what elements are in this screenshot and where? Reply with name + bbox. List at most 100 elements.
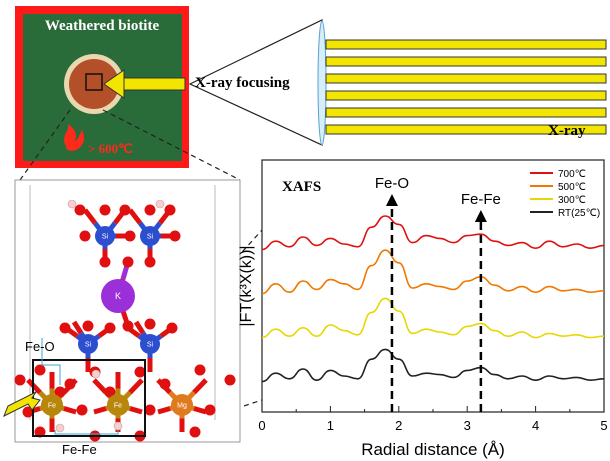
hydrogen-atom: [67, 199, 77, 209]
x-tick-label: 4: [532, 418, 539, 433]
xray-beam: [325, 73, 607, 84]
iron-atom: [107, 394, 129, 416]
oxygen-atom: [59, 322, 71, 334]
focus-arrow: [103, 69, 186, 99]
potassium-atom-label: K: [115, 291, 121, 301]
silicon-atom-label: Si: [147, 233, 154, 240]
oxygen-atom: [204, 404, 216, 416]
oxygen-atom: [166, 322, 178, 334]
focus-arrow-shaft: [122, 77, 186, 91]
xray-beam: [325, 90, 607, 101]
xray-beam: [325, 39, 607, 50]
bond: [133, 320, 146, 335]
oxygen-atom: [189, 426, 201, 438]
silicon-atom-label: Si: [85, 341, 92, 348]
hydrogen-atom: [91, 369, 101, 379]
sample-zoom-box: [85, 73, 103, 91]
oxygen-atom: [99, 256, 111, 268]
silicon-atom-label: Si: [147, 341, 154, 348]
oxygen-atom: [119, 204, 131, 216]
hydrogen-atom: [113, 421, 123, 431]
iron-atom-label: Fe: [48, 402, 56, 409]
oxygen-atom: [164, 204, 176, 216]
annotation-label: Fe-O: [375, 175, 409, 192]
oxygen-atom: [104, 386, 116, 398]
zoom-line-right: [102, 109, 241, 181]
x-tick-label: 3: [464, 418, 471, 433]
oxygen-atom: [14, 374, 26, 386]
oxygen-atom: [144, 318, 156, 330]
annotation-arrowhead: [474, 210, 487, 222]
y-axis-label: |FT(k³X(k))|: [238, 245, 255, 326]
oxygen-atom: [169, 230, 181, 242]
oxygen-atom: [224, 374, 236, 386]
oxygen-atom: [76, 404, 88, 416]
bond: [192, 378, 208, 395]
bond: [129, 406, 143, 415]
fe-o-label: Fe-O: [25, 339, 55, 354]
legend-label: 300℃: [558, 195, 586, 206]
flame-icon: [64, 124, 84, 151]
silicon-atom-label: Si: [102, 233, 109, 240]
xray-beam: [325, 56, 607, 67]
oxygen-atom: [22, 406, 34, 418]
legend-label: 700℃: [558, 169, 586, 180]
hydrogen-atom: [55, 423, 65, 433]
oxygen-atom: [122, 320, 134, 332]
oxygen-atom: [124, 230, 136, 242]
oxygen-atom: [122, 256, 134, 268]
xray-beams: [325, 39, 607, 135]
legend-label: 500℃: [558, 182, 586, 193]
oxygen-atom: [194, 364, 206, 376]
bond: [157, 406, 171, 415]
series-line: [261, 297, 605, 339]
focusing-lens: [317, 20, 327, 146]
focus-arrow-head: [103, 69, 125, 99]
bond: [83, 208, 97, 225]
xray-beam: [325, 107, 607, 118]
oxygen-atom: [144, 204, 156, 216]
x-tick-label: 5: [600, 418, 607, 433]
temperature-label: > 600℃: [88, 141, 133, 156]
legend-label: RT(25℃): [558, 208, 600, 219]
oxygen-atom: [74, 204, 86, 216]
xray-label: X-ray: [548, 123, 586, 139]
potassium-atom: [101, 279, 135, 313]
fe-o-bracket: [41, 338, 61, 385]
series-layer: [261, 215, 605, 383]
silicon-atom: [140, 334, 160, 354]
oxygen-atom: [34, 426, 46, 438]
sample-disc: [69, 59, 119, 109]
bond: [63, 406, 77, 415]
series-line: [261, 348, 605, 383]
silicon-atom: [95, 226, 115, 246]
bond: [193, 406, 207, 415]
oxygen-atom: [144, 404, 156, 416]
silicon-atom: [140, 226, 160, 246]
oxygen-atom: [104, 322, 116, 334]
focusing-label: X-ray focusing: [195, 75, 290, 91]
magnesium-atom-label: Mg: [177, 402, 187, 409]
oxygen-atom: [99, 204, 111, 216]
oxygen-atom: [82, 320, 94, 332]
x-axis-label: Radial distance (Å): [361, 440, 505, 459]
oxygen-atom: [159, 378, 171, 390]
series-line: [261, 249, 605, 295]
oxygen-atom: [54, 386, 66, 398]
focusing-optic: X-ray focusing: [188, 19, 327, 146]
hydrogen-atom: [155, 199, 165, 209]
annotation-layer: Fe-OFe-Fe: [375, 175, 501, 412]
x-tick-label: 2: [395, 418, 402, 433]
sample-title: Weathered biotite: [45, 18, 160, 34]
magnesium-atom: [171, 394, 193, 416]
chart-title: XAFS: [282, 179, 321, 195]
bond: [71, 320, 84, 335]
oxygen-atom: [144, 256, 156, 268]
annotation-arrowhead: [385, 194, 398, 206]
bond: [128, 378, 144, 395]
